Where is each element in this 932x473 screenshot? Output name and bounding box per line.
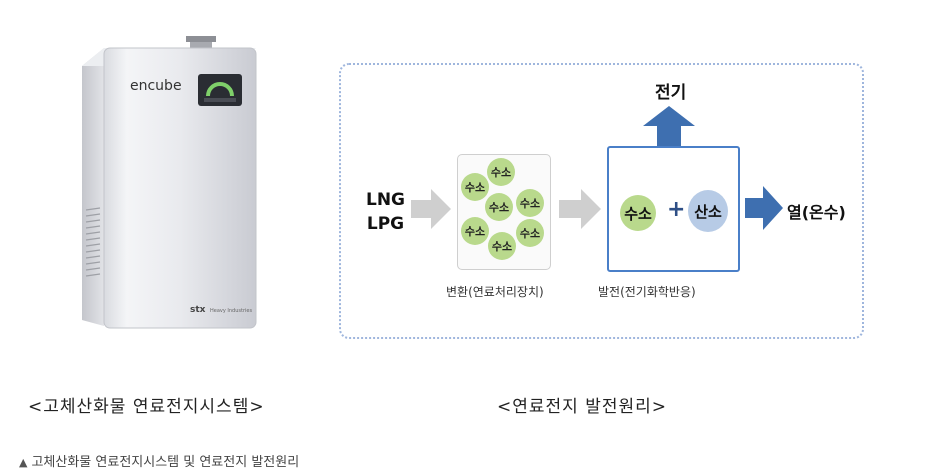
plus-sign: + — [667, 197, 685, 222]
footnote: ▲ 고체산화물 연료전지시스템 및 연료전지 발전원리 — [19, 451, 299, 470]
svg-text:Heavy Industries: Heavy Industries — [210, 308, 252, 314]
hydrogen-molecule: 수소 — [516, 219, 544, 247]
hydrogen-molecule: 수소 — [485, 193, 513, 221]
gray-arrow-icon — [559, 189, 601, 229]
brand-logo: encube — [130, 78, 182, 94]
reactor-caption: 발전(전기화학반응) — [598, 283, 696, 300]
input-fuels: LNG LPG — [366, 188, 405, 236]
reactor-box: 수소 + 산소 — [607, 146, 740, 272]
electricity-arrow-icon — [643, 106, 695, 148]
output-heat-label: 열(온수) — [787, 199, 846, 223]
heat-arrow-icon — [745, 186, 783, 230]
fuel-cell-product-image: encube stx Heavy Industries — [70, 30, 270, 340]
reformer-box: 수소 수소 수소 수소 수소 수소 수소 — [457, 154, 551, 270]
footnote-text: 고체산화물 연료전지시스템 및 연료전지 발전원리 — [31, 455, 299, 470]
triangle-up-icon: ▲ — [19, 456, 27, 469]
product-caption: <고체산화물 연료전지시스템> — [28, 392, 265, 417]
hydrogen-molecule: 수소 — [461, 173, 489, 201]
gray-arrow-icon — [411, 189, 451, 229]
reactor-oxygen: 산소 — [688, 190, 728, 232]
diagram-caption: <연료전지 발전원리> — [497, 392, 667, 417]
reactor-hydrogen: 수소 — [620, 195, 656, 231]
reformer-caption: 변환(연료처리장치) — [446, 283, 544, 300]
input-fuel-lpg: LPG — [366, 212, 405, 236]
hydrogen-molecule: 수소 — [461, 217, 489, 245]
output-electricity-label: 전기 — [655, 78, 686, 103]
hydrogen-molecule: 수소 — [487, 158, 515, 186]
hydrogen-molecule: 수소 — [488, 232, 516, 260]
input-fuel-lng: LNG — [366, 188, 405, 212]
svg-text:stx: stx — [190, 305, 206, 315]
hydrogen-molecule: 수소 — [516, 189, 544, 217]
